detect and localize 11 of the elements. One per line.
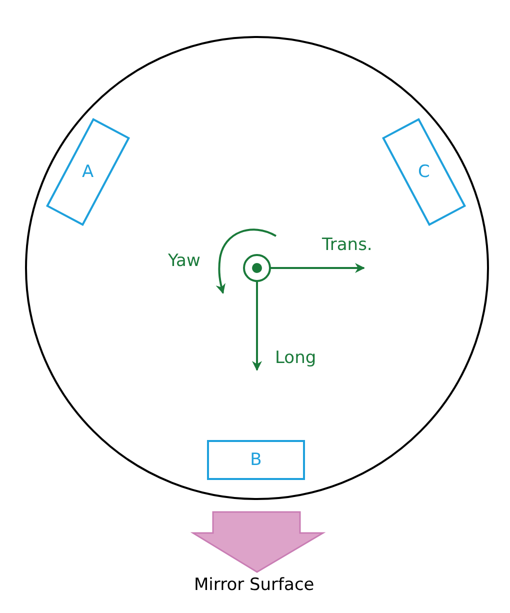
axis-label: Yaw — [168, 252, 200, 271]
axis-label: Trans. — [322, 236, 372, 255]
caption-text: Mirror Surface — [194, 576, 314, 595]
box-label: B — [250, 450, 262, 470]
circle-outline — [25, 36, 489, 500]
box-label: C — [418, 162, 430, 182]
sensor-box — [382, 118, 466, 226]
sensor-box — [207, 440, 305, 480]
box-label: A — [82, 162, 94, 182]
sensor-box — [46, 118, 130, 226]
axis-label: Long — [275, 349, 316, 368]
